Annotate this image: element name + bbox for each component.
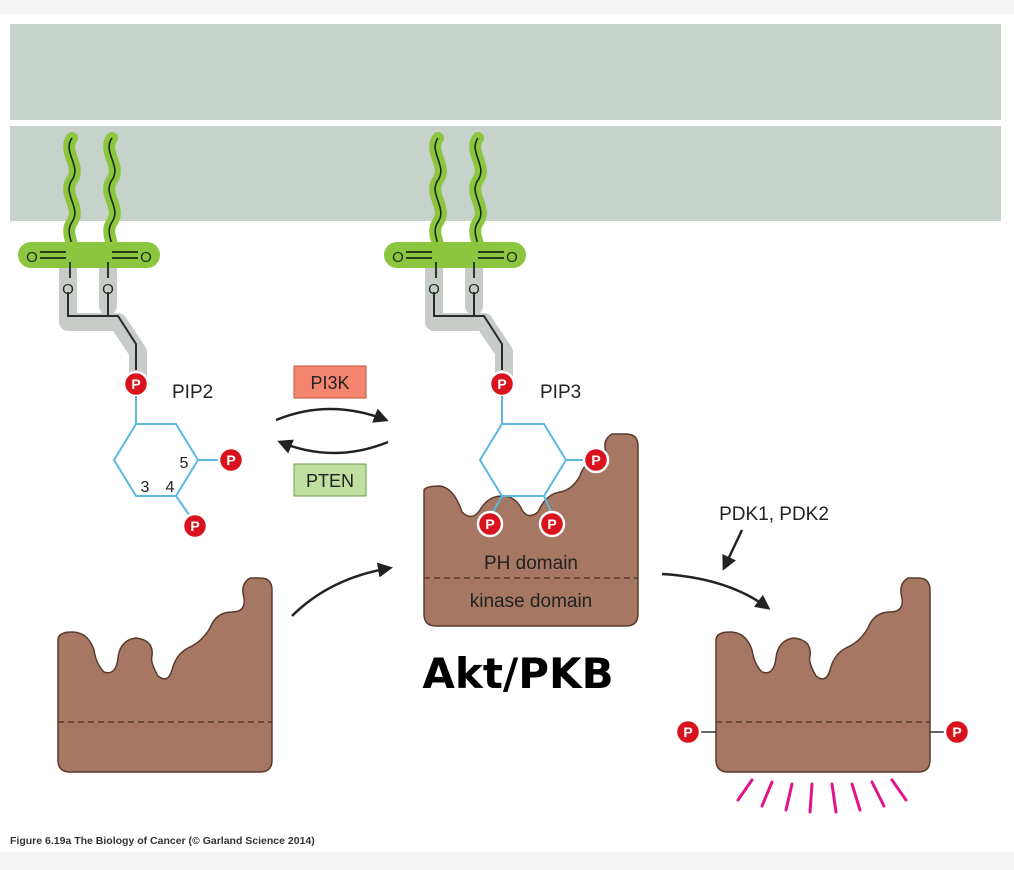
pip2-lipid: O O O O P 5 3 4 P P PIP2: [18, 132, 245, 540]
membrane-outer-leaflet: [10, 24, 1001, 120]
pip2-oxygen-2: O: [140, 249, 152, 266]
membrane-inner-leaflet: [10, 126, 1001, 221]
pip2-oxygen-1: O: [26, 249, 38, 266]
pip3-label: PIP3: [540, 382, 581, 403]
akt-pkb-title: Akt/PKB: [422, 649, 613, 698]
recruitment-arrow: [291, 562, 393, 617]
svg-text:P: P: [952, 724, 961, 740]
svg-text:P: P: [497, 376, 506, 392]
pip3-oxygen-4: O: [468, 281, 480, 298]
pten-label: PTEN: [306, 471, 354, 491]
pip3-lipid: O O O O P PIP3: [384, 132, 581, 424]
akt-phosphate-s473: P: [943, 718, 971, 746]
pip3-phosphate-3: P: [476, 510, 504, 538]
pip3-oxygen-1: O: [392, 249, 404, 266]
pdk-label: PDK1, PDK2: [719, 504, 829, 525]
pip2-phosphate-head: P: [122, 370, 150, 398]
pip3-oxygen-2: O: [506, 249, 518, 266]
pip3-phosphate-head: P: [488, 370, 516, 398]
pi3k-enzyme-box: PI3K: [293, 365, 367, 399]
svg-text:P: P: [226, 452, 235, 468]
svg-text:P: P: [683, 724, 692, 740]
pip2-label: PIP2: [172, 382, 213, 403]
svg-text:P: P: [485, 516, 494, 532]
kinase-activity-rays: [736, 778, 908, 814]
svg-text:P: P: [190, 518, 199, 534]
akt-phosphate-t308: P: [674, 718, 702, 746]
pip2-carbon-4: 4: [166, 479, 175, 496]
pip3-oxygen-3: O: [428, 281, 440, 298]
akt-activated: P P: [674, 577, 971, 814]
pdk-arrow: [722, 529, 744, 571]
akt-inactive-body: [57, 577, 273, 773]
svg-text:P: P: [547, 516, 556, 532]
activation-arrow: [661, 572, 771, 610]
pip3-phosphate-5: P: [582, 446, 610, 474]
pip3-ester-band: [384, 242, 526, 268]
ph-domain-label: PH domain: [484, 553, 578, 574]
pip2-carbon-3: 3: [141, 479, 150, 496]
pip2-phosphate-5: P: [217, 446, 245, 474]
pten-enzyme-box: PTEN: [293, 463, 367, 497]
akt-activated-body: [715, 577, 931, 773]
akt-membrane-bound: PH domain kinase domain P P P: [423, 423, 639, 627]
svg-text:P: P: [591, 452, 600, 468]
pip2-oxygen-4: O: [102, 281, 114, 298]
pip2-phosphate-4: P: [181, 512, 209, 540]
svg-text:P: P: [131, 376, 140, 392]
pten-reverse-arrow: [277, 439, 389, 455]
pi3k-forward-arrow: [275, 407, 389, 423]
pip2-carbon-5: 5: [180, 455, 189, 472]
akt-inactive: [57, 577, 273, 773]
pip3-phosphate-4: P: [538, 510, 566, 538]
figure-caption: Figure 6.19a The Biology of Cancer (© Ga…: [10, 835, 315, 847]
pi3k-label: PI3K: [310, 373, 349, 393]
kinase-domain-label: kinase domain: [470, 591, 593, 612]
pip2-oxygen-3: O: [62, 281, 74, 298]
pip2-ester-band: [18, 242, 160, 268]
